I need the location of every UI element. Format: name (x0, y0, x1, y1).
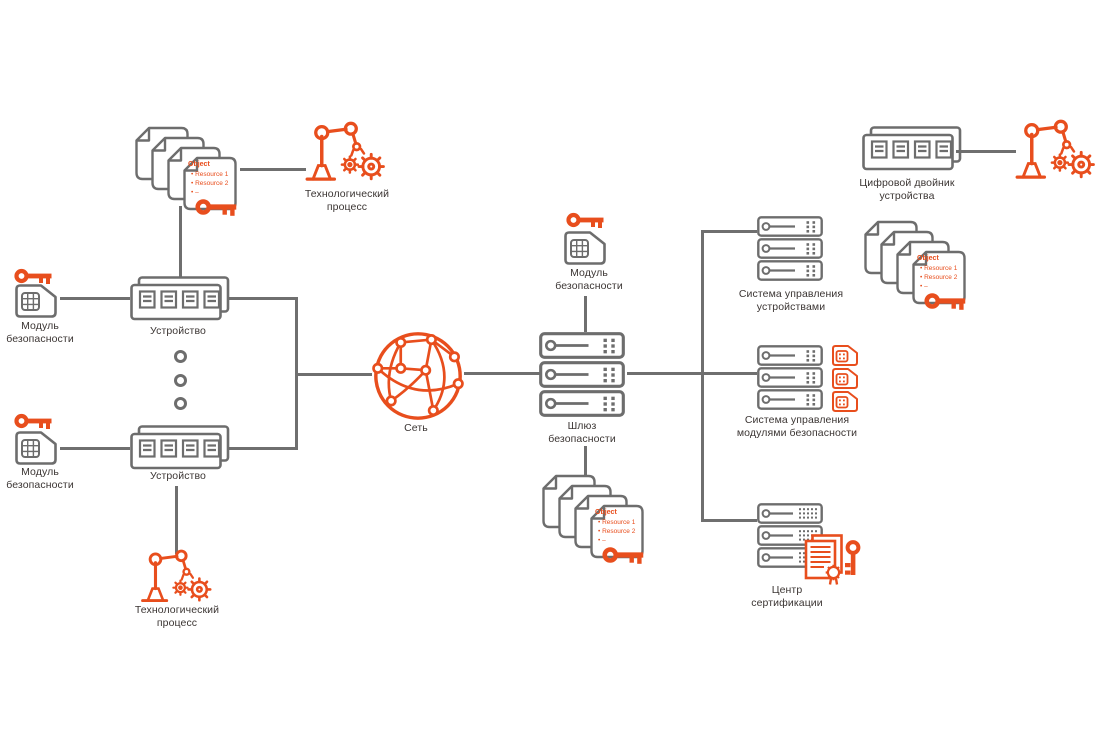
server-row (757, 216, 823, 237)
connector-line (956, 150, 1016, 153)
digital-twin-device-icon (862, 126, 962, 172)
server-row (757, 389, 823, 410)
document-resource: – (595, 536, 643, 545)
robot-icon (1014, 118, 1098, 182)
connector-line (240, 168, 306, 171)
network-label: Сеть (404, 422, 428, 434)
server-row (539, 332, 625, 359)
connector-line (627, 372, 757, 375)
server-row (757, 345, 823, 366)
document-content: Object Resource 1 Resource 2 – (917, 254, 965, 291)
ellipsis-dot (174, 374, 187, 387)
sim-icon (15, 431, 57, 465)
server-row (757, 260, 823, 281)
sim-icon (832, 368, 858, 389)
connector-line (60, 447, 130, 450)
document-content: Object Resource 1 Resource 2 – (595, 508, 643, 545)
tech-process-label: Технологический процесс (134, 604, 220, 630)
document-title: Object (917, 255, 939, 262)
ellipsis-dot (174, 397, 187, 410)
document-stack-icon: Object Resource 1 Resource 2 – (862, 220, 968, 312)
security-gateway-icon (539, 332, 625, 417)
network-globe-icon (372, 330, 464, 422)
document-resource: Resource 2 (595, 527, 643, 536)
connector-line (175, 486, 178, 554)
connector-line (297, 373, 372, 376)
connector-line (464, 372, 540, 375)
security-module-label: Модуль безопасности (6, 320, 74, 346)
certificate-key-icon (804, 534, 864, 586)
key-icon (924, 290, 968, 312)
document-resource: – (917, 282, 965, 291)
digital-twin-label: Цифровой двойник устройства (859, 177, 955, 203)
device-icon (130, 425, 230, 471)
document-resource: Resource 1 (917, 264, 965, 273)
document-content: Object Resource 1 Resource 2 – (188, 160, 236, 197)
device-mgmt-label: Система управления устройствами (738, 288, 844, 314)
key-icon (566, 210, 606, 230)
security-module-label: Модуль безопасности (6, 466, 74, 492)
connector-line (228, 297, 298, 300)
server-row (757, 238, 823, 259)
key-icon (195, 196, 239, 218)
device-label: Устройство (150, 325, 206, 337)
server-row (757, 367, 823, 388)
connector-line (228, 447, 298, 450)
connector-line (701, 230, 757, 233)
key-icon (14, 266, 54, 286)
sim-icon (832, 345, 858, 366)
server-row (539, 390, 625, 417)
document-title: Object (595, 509, 617, 516)
document-stack-icon: Object Resource 1 Resource 2 – (133, 126, 239, 218)
connector-line (295, 297, 298, 449)
connector-line (584, 446, 587, 476)
connector-line (584, 296, 587, 332)
document-resource: Resource 1 (595, 518, 643, 527)
connector-line (60, 297, 130, 300)
key-icon (14, 411, 54, 431)
document-resource: Resource 2 (917, 273, 965, 282)
connector-line (701, 519, 757, 522)
cert-center-label: Центр сертификации (751, 584, 823, 610)
sim-icon (15, 284, 57, 318)
device-icon (130, 276, 230, 322)
ellipsis-dot (174, 350, 187, 363)
security-module-label: Модуль безопасности (555, 267, 623, 293)
security-module-management-system-icon (757, 345, 823, 410)
key-icon (602, 544, 646, 566)
gateway-label: Шлюз безопасности (548, 420, 616, 446)
robot-icon (304, 120, 388, 184)
document-stack-icon: Object Resource 1 Resource 2 – (540, 474, 646, 566)
connector-line (701, 230, 704, 522)
document-resource: Resource 1 (188, 170, 236, 179)
document-title: Object (188, 161, 210, 168)
server-row (539, 361, 625, 388)
sim-icon (564, 231, 606, 265)
connector-line (179, 206, 182, 278)
device-management-system-icon (757, 216, 823, 281)
device-label: Устройство (150, 470, 206, 482)
document-resource: Resource 2 (188, 179, 236, 188)
robot-icon (140, 548, 214, 605)
sim-icon (832, 391, 858, 412)
document-resource: – (188, 188, 236, 197)
server-row (757, 503, 823, 524)
module-mgmt-label: Система управления модулями безопасности (736, 414, 858, 440)
tech-process-label: Технологический процесс (304, 188, 390, 214)
